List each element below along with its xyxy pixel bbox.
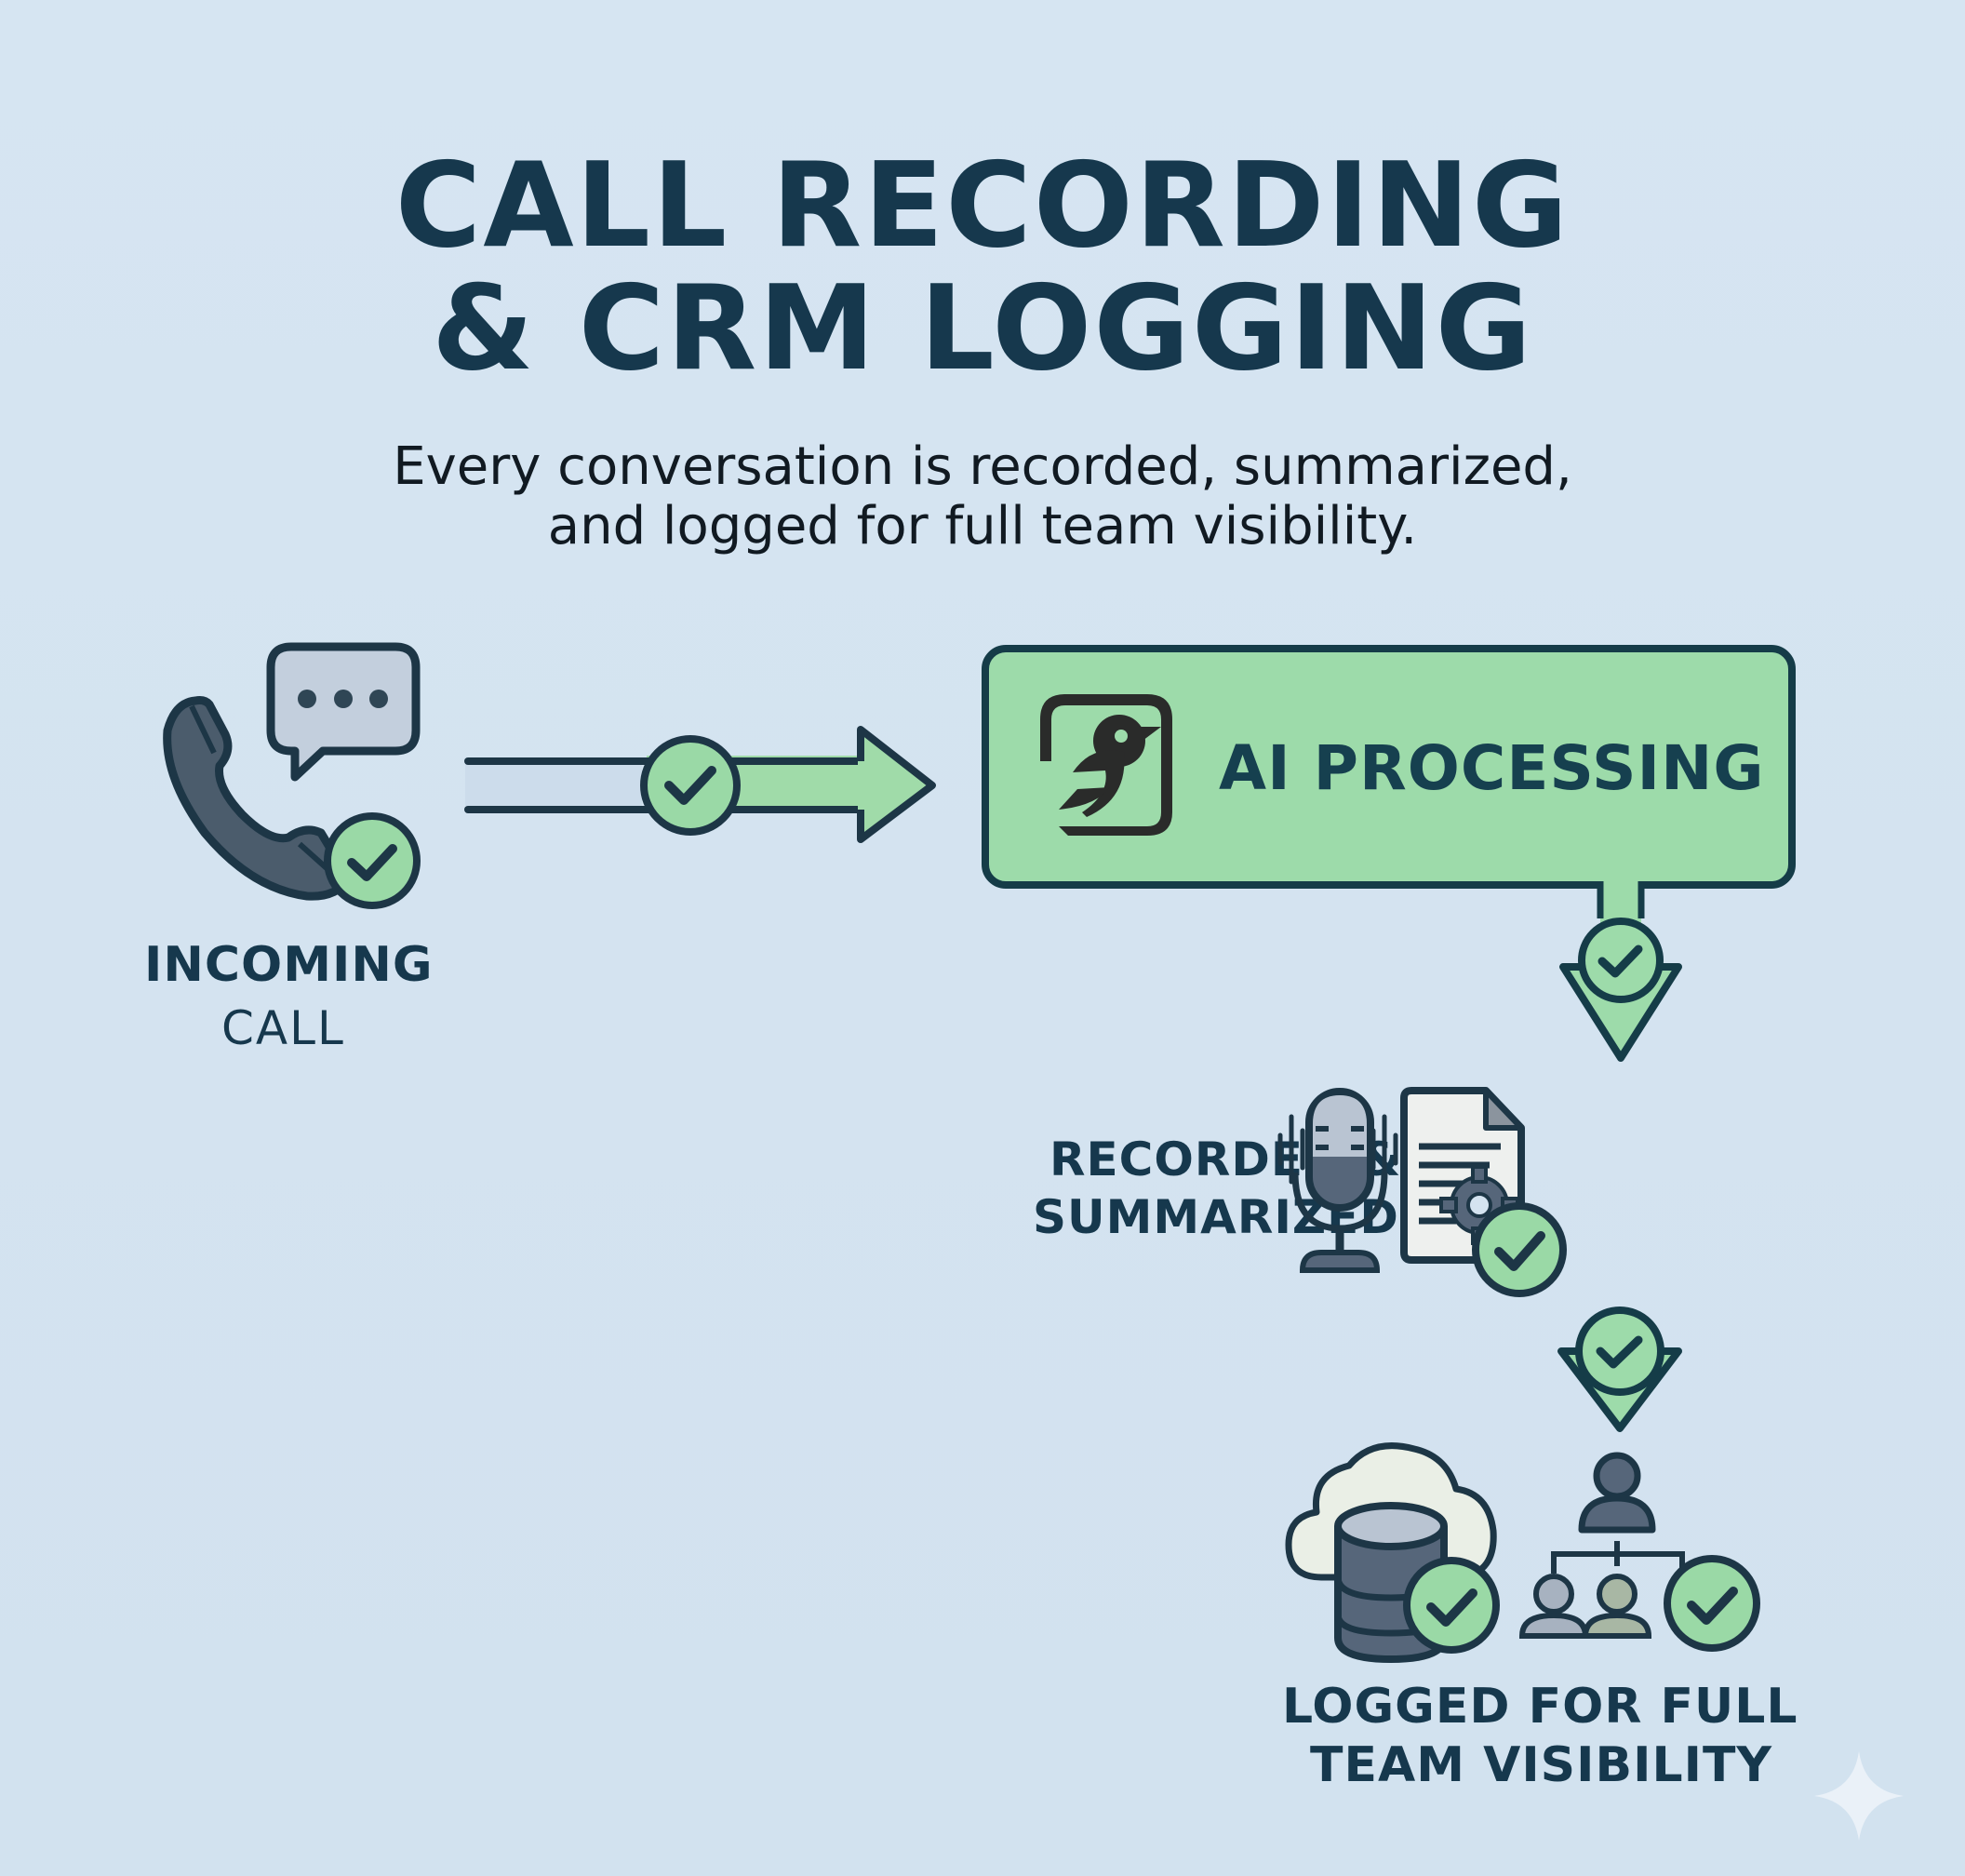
page-title-line2: & CRM LOGGING [432,260,1533,396]
check-icon [1664,1555,1760,1652]
sound-wave-left-icon [1277,1114,1305,1185]
dot-icon [298,690,316,708]
team-hierarchy-icon [1518,1452,1685,1639]
check-icon [1472,1202,1567,1297]
check-icon [640,735,741,836]
check-icon [1578,918,1664,1003]
down-arrow-connector [1557,1306,1682,1432]
cloud-database-icon [1285,1442,1497,1664]
subtitle-line2: and logged for full team visibility. [547,496,1418,556]
dot-icon [369,690,388,708]
chat-bubble-icon [266,642,421,782]
bird-logo-icon [1040,694,1172,836]
check-icon [324,812,421,909]
incoming-label-line2: CALL [221,1001,345,1055]
logged-label-line2: TEAM VISIBILITY [1310,1737,1773,1793]
dot-icon [334,690,353,708]
check-icon [1403,1557,1500,1654]
sparkle-icon [1814,1751,1904,1841]
microphone-icon [1291,1088,1388,1273]
right-arrow-connector [464,726,936,843]
ai-processing-label: AI PROCESSING [1219,732,1765,804]
sound-wave-right-icon [1370,1114,1398,1185]
check-icon [1575,1306,1664,1396]
incoming-label-line1: INCOMING [144,937,434,993]
page-title-line1: CALL RECORDING [394,137,1571,274]
logged-label-line1: LOGGED FOR FULL [1282,1679,1798,1735]
down-arrow-connector [1559,881,1682,1062]
subtitle-line1: Every conversation is recorded, summariz… [393,436,1572,497]
